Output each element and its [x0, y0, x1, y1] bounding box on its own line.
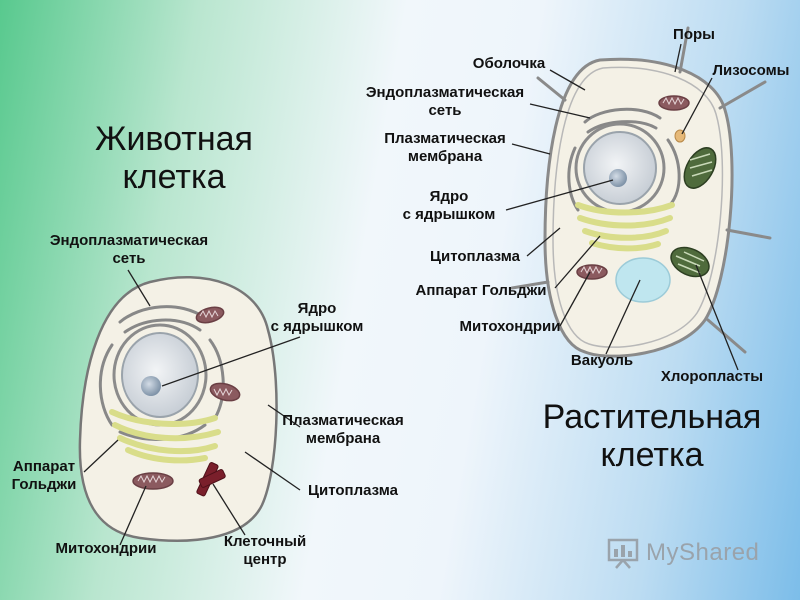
plant-label-nucleus: Ядро с ядрышком: [394, 188, 504, 224]
animal-label-centrosome-line2: центр: [243, 551, 287, 568]
watermark: MyShared: [606, 536, 759, 570]
animal-label-membrane-line1: Плазматическая: [282, 412, 404, 429]
plant-title-line1: Растительная: [542, 398, 762, 436]
animal-label-centrosome: Клеточный центр: [212, 533, 318, 569]
animal-label-centrosome-line1: Клеточный: [223, 533, 307, 550]
plant-label-mitochondria: Митохондрии: [459, 318, 561, 335]
plant-chloroplast-2: [670, 246, 710, 278]
animal-nucleolus: [141, 376, 161, 396]
animal-mitochondrion-2: [209, 382, 241, 402]
animal-er: [98, 305, 225, 441]
plant-mitochondrion-1: [658, 95, 690, 111]
plant-vacuole: [615, 257, 671, 303]
plant-label-chloroplasts: Хлоропласты: [660, 368, 764, 385]
animal-cell-title: Животная клетка: [84, 120, 264, 196]
leader-lines: [83, 43, 739, 546]
plant-mitochondrion-2: [576, 264, 608, 280]
animal-centrosome: [196, 462, 226, 497]
plant-label-membrane-line2: мембрана: [407, 148, 483, 165]
animal-mitochondrion-3: [132, 472, 174, 490]
plant-label-er-line2: сеть: [428, 102, 462, 119]
plant-neighbor-walls: [510, 26, 772, 354]
plant-cell: [510, 26, 772, 358]
presentation-board-icon: [607, 538, 639, 569]
plant-label-shell: Оболочка: [472, 55, 546, 72]
animal-label-membrane-line2: мембрана: [305, 430, 381, 447]
animal-label-golgi-line2: Гольджи: [11, 476, 77, 493]
plant-label-lysosomes: Лизосомы: [712, 62, 790, 79]
plant-label-er-line1: Эндоплазматическая: [365, 84, 525, 101]
plant-label-membrane-line1: Плазматическая: [384, 130, 506, 147]
plant-label-golgi: Аппарат Гольджи: [415, 282, 547, 299]
animal-label-nucleus-line1: Ядро: [297, 300, 337, 317]
animal-golgi: [109, 409, 221, 464]
plant-nucleus: [583, 131, 657, 205]
plant-nucleolus: [609, 169, 627, 187]
animal-label-er-line1: Эндоплазматическая: [49, 232, 209, 249]
plant-label-er: Эндоплазматическая сеть: [352, 84, 538, 120]
plant-label-vacuole: Вакуоль: [570, 352, 634, 369]
animal-title-line2: клетка: [122, 158, 226, 196]
plant-plasma-membrane: [552, 66, 724, 348]
plant-label-membrane: Плазматическая мембрана: [374, 130, 516, 166]
plant-title-line2: клетка: [600, 436, 704, 474]
animal-label-golgi-line1: Аппарат: [12, 458, 76, 475]
animal-title-line1: Животная: [95, 120, 253, 158]
plant-label-nucleus-line2: с ядрышком: [402, 206, 496, 223]
animal-label-nucleus-line2: с ядрышком: [270, 318, 364, 335]
plant-label-pores: Поры: [673, 26, 715, 43]
plant-label-cytoplasm: Цитоплазма: [430, 248, 520, 265]
watermark-text: MyShared: [646, 539, 760, 566]
animal-nucleus: [121, 332, 199, 418]
animal-cell: [78, 275, 278, 542]
plant-cell-title: Растительная клетка: [532, 398, 772, 474]
animal-label-membrane: Плазматическая мембрана: [276, 412, 410, 448]
animal-label-nucleus: Ядро с ядрышком: [262, 300, 372, 336]
animal-label-mitochondria: Митохондрии: [55, 540, 157, 557]
animal-label-cytoplasm: Цитоплазма: [308, 482, 398, 499]
plant-chloroplast-1: [683, 147, 717, 189]
animal-label-er-line2: сеть: [112, 250, 146, 267]
plant-golgi: [575, 202, 675, 252]
animal-mitochondrion-1: [195, 306, 225, 324]
plant-label-nucleus-line1: Ядро: [429, 188, 469, 205]
animal-label-golgi: Аппарат Гольджи: [4, 458, 84, 494]
animal-label-er: Эндоплазматическая сеть: [36, 232, 222, 268]
